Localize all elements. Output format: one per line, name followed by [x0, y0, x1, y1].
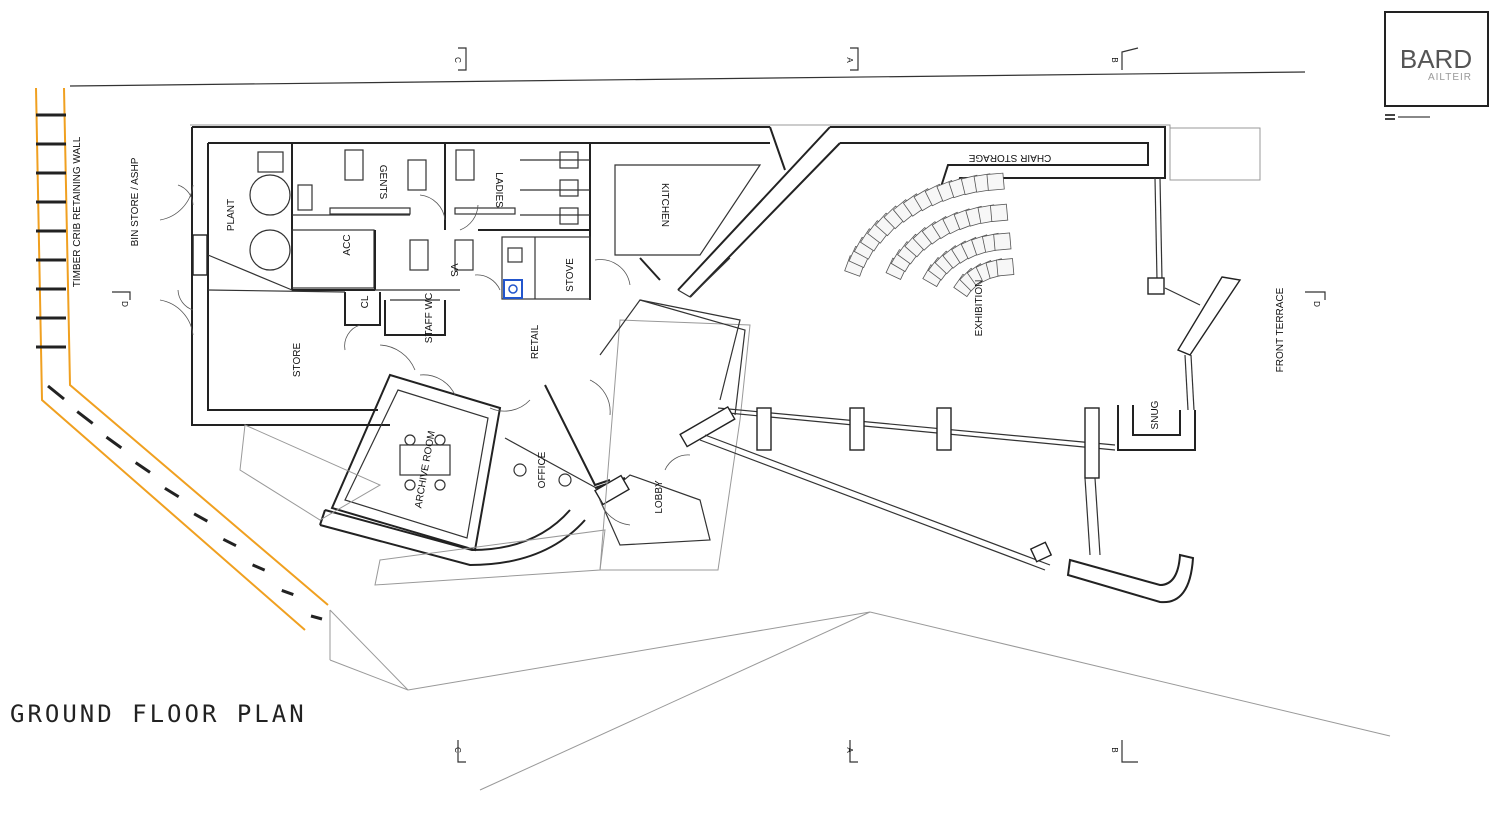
label-store: STORE	[292, 343, 303, 378]
section-marker-d-right: D	[1305, 291, 1326, 307]
label-cl: CL	[360, 295, 371, 308]
retaining-wall-tie	[164, 486, 180, 499]
retaining-wall-tie	[222, 537, 237, 548]
svg-text:A: A	[845, 57, 854, 63]
logo-sub-text: AILTEIR	[1428, 72, 1472, 83]
svg-text:C: C	[453, 747, 462, 753]
label-front-terrace: FRONT TERRACE	[1275, 287, 1286, 372]
label-gents: GENTS	[377, 165, 388, 200]
section-marker-b-top: B	[1110, 47, 1139, 70]
label-chair-storage: CHAIR STORAGE	[968, 152, 1051, 163]
bard-logo: BARD AILTEIR	[1384, 11, 1489, 120]
retaining-wall-tie	[193, 512, 209, 523]
retaining-wall-tie	[281, 589, 294, 596]
label-exhibition: EXHIBITION	[974, 280, 985, 337]
svg-text:B: B	[1110, 747, 1119, 752]
retaining-wall-tie	[47, 384, 65, 401]
retaining-wall-tie	[105, 435, 123, 450]
label-snug: SNUG	[1150, 400, 1161, 429]
svg-text:C: C	[453, 57, 462, 63]
section-marker-c-bottom: C	[453, 740, 466, 763]
exhibition-seat	[986, 172, 1005, 191]
label-retaining-wall: TIMBER CRIB RETAINING WALL	[72, 136, 83, 287]
section-marker-d-left: D	[112, 291, 131, 307]
svg-text:B: B	[1110, 57, 1119, 62]
label-lobby: LOBBY	[654, 480, 665, 514]
label-retail: RETAIL	[530, 324, 541, 359]
svg-text:D: D	[120, 301, 129, 307]
exhibition-seat	[996, 258, 1015, 277]
section-marker-a-top: A	[845, 47, 859, 71]
timber-crib-retaining-wall	[35, 87, 329, 631]
label-archive-room: ARCHIVE ROOM	[413, 430, 437, 509]
site-lines	[69, 71, 1391, 791]
section-marker-c-top: C	[453, 47, 467, 71]
retaining-wall-tie	[251, 563, 266, 572]
label-vs: VS	[448, 263, 459, 277]
exhibition-seating	[844, 172, 1015, 298]
exhibition-seat	[990, 203, 1009, 222]
label-ladies: LADIES	[493, 172, 504, 208]
label-acc: ACC	[342, 234, 353, 255]
section-marker-a-bottom: A	[845, 740, 858, 763]
retaining-wall-tie	[310, 614, 323, 621]
svg-text:D: D	[1312, 301, 1321, 307]
retaining-wall-tie	[134, 461, 151, 474]
label-plant: PLANT	[226, 199, 237, 231]
label-office: OFFICE	[537, 451, 548, 488]
label-staff-wc: STAFF WC	[424, 293, 435, 343]
label-kitchen: KITCHEN	[659, 183, 670, 227]
logo-main-text: BARD	[1400, 44, 1472, 74]
svg-text:A: A	[845, 747, 854, 753]
exhibition-seat	[993, 232, 1012, 251]
room-labels: PLANT GENTS LADIES KITCHEN ACC VS STOVE …	[72, 136, 1286, 513]
label-bin-store: BIN STORE / ASHP	[130, 157, 141, 246]
section-marker-b-bottom: B	[1110, 740, 1138, 763]
label-stove: STOVE	[565, 258, 576, 292]
sanitary-fittings	[249, 149, 579, 491]
section-markers: C A B D D C A B	[112, 47, 1326, 763]
building-walls	[190, 124, 1261, 604]
drawing-title: GROUND FLOOR PLAN	[10, 700, 307, 728]
retaining-wall-tie	[76, 410, 94, 425]
doors	[159, 184, 691, 526]
